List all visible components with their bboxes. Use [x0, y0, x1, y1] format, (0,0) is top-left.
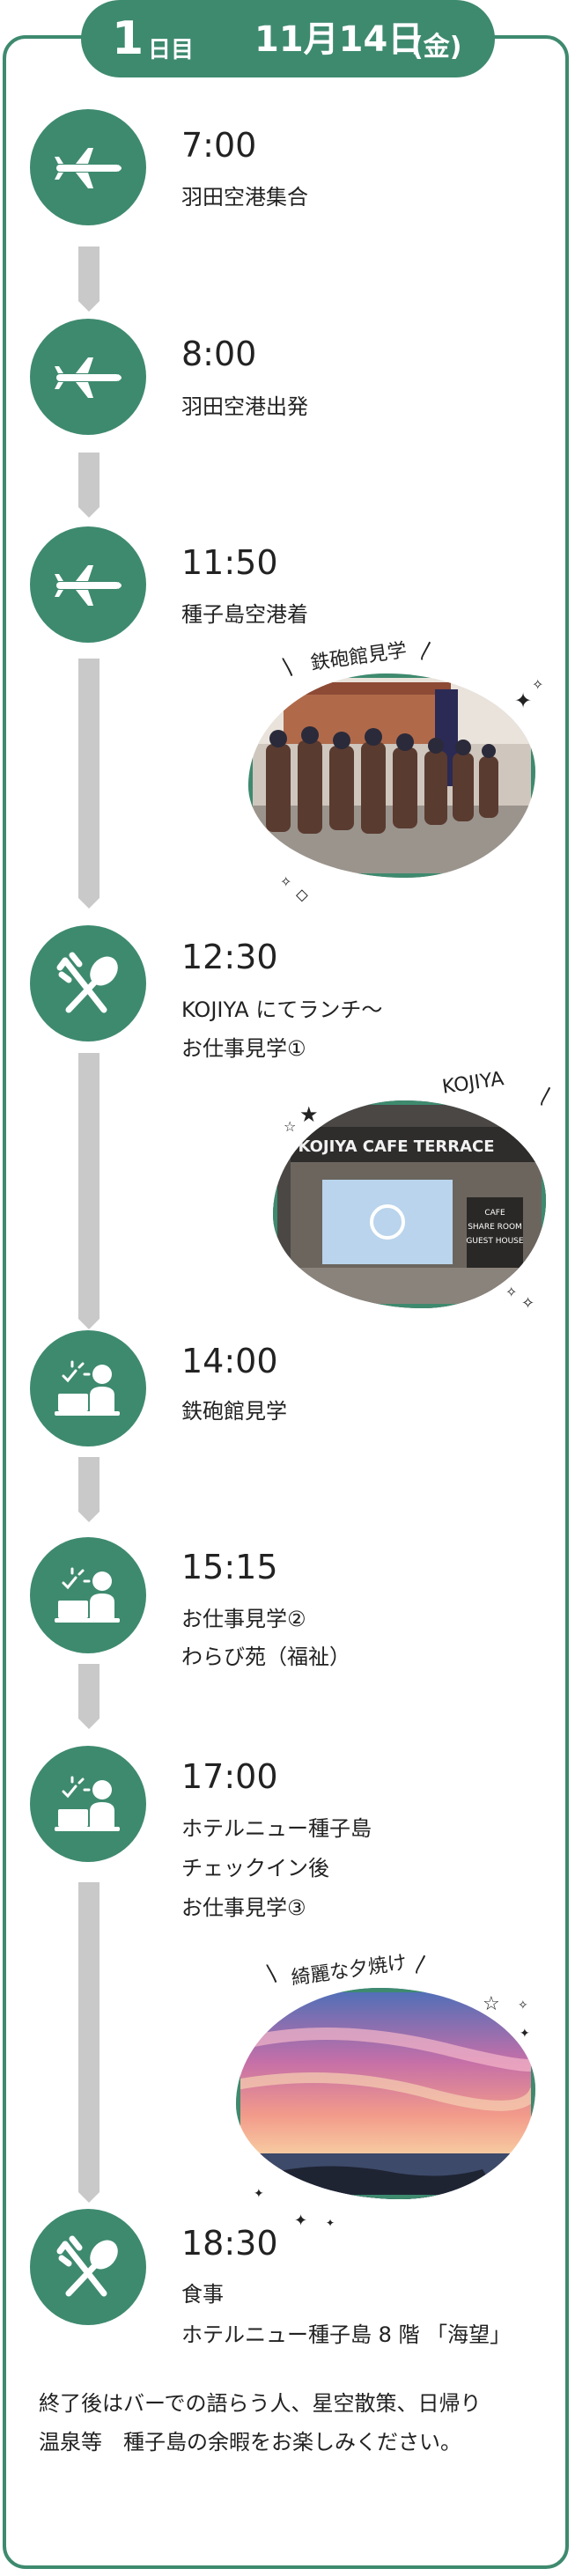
event-desc: KOJIYA にてランチ〜 — [181, 997, 383, 1022]
event-desc: 羽田空港集合 — [181, 185, 308, 210]
star-icon: ✧ — [518, 1998, 528, 2013]
event-desc: お仕事見学① — [181, 1036, 306, 1061]
cutlery-icon — [30, 925, 146, 1041]
day-unit: 日目 — [148, 37, 195, 63]
timeline-connector — [78, 1882, 100, 2203]
star-icon: ✦ — [514, 688, 533, 713]
event-desc: お仕事見学② — [181, 1607, 306, 1631]
event-desc: 羽田空港出発 — [181, 394, 308, 419]
sparkle-icon: 〳 — [417, 641, 438, 663]
event-desc: わらび苑（福祉） — [181, 1645, 350, 1669]
day-header: 1 日目 11月14日 (金) — [81, 0, 495, 77]
event-time: 14:00 — [181, 1342, 278, 1380]
star-icon: ✧ — [532, 676, 544, 693]
event-desc: 鉄砲館見学 — [181, 1399, 287, 1424]
event-time: 17:00 — [181, 1757, 278, 1796]
event-time: 8:00 — [181, 335, 257, 373]
airplane-icon — [30, 109, 146, 225]
event-time: 12:30 — [181, 938, 278, 976]
sparkle-icon: 〵 — [278, 659, 299, 681]
event-time: 15:15 — [181, 1548, 278, 1586]
cutlery-icon — [30, 2209, 146, 2325]
event-time: 7:00 — [181, 126, 257, 165]
day-number: 1 — [112, 12, 144, 65]
footer-line: 温泉等 種子島の余暇をお楽しみください。 — [39, 2430, 461, 2455]
kojiya-sign-text: KOJIYA CAFE TERRACE — [298, 1137, 494, 1156]
star-icon: ✦ — [294, 2212, 308, 2230]
event-desc: お仕事見学③ — [181, 1895, 306, 1920]
sparkle-icon: 〳 — [537, 1086, 557, 1108]
sparkle-icon: 〳 — [412, 1954, 432, 1976]
date: 11月14日 — [254, 19, 424, 60]
timeline-connector — [78, 1053, 100, 1329]
weekday: (金) — [411, 32, 462, 63]
footer-line: 終了後はバーでの語らう人、星空散策、日帰り — [39, 2391, 482, 2416]
star-icon: ☆ — [483, 1993, 500, 2015]
sunset-photo — [236, 1988, 535, 2199]
star-icon: ✧ — [280, 873, 292, 890]
timeline-connector — [78, 247, 100, 312]
board-text: SHARE ROOM — [468, 1223, 522, 1232]
event-desc: ホテルニュー種子島 — [181, 1816, 372, 1841]
airplane-icon — [30, 526, 146, 643]
star-icon: ◇ — [296, 886, 308, 904]
star-icon: ✧ — [521, 1294, 535, 1313]
timeline-connector — [78, 453, 100, 518]
event-desc: ホテルニュー種子島 8 階 「海望」 — [181, 2322, 512, 2347]
star-icon: ✧ — [505, 1284, 518, 1300]
work-desk-icon — [30, 1330, 146, 1446]
museum-parade-photo — [248, 673, 535, 878]
work-desk-icon — [30, 1537, 146, 1653]
event-desc: 食事 — [181, 2282, 224, 2307]
kojiya-cafe-photo: KOJIYA CAFE TERRACE CAFE SHARE ROOM GUES… — [273, 1100, 546, 1308]
star-icon: ✦ — [254, 2187, 264, 2201]
star-icon: ✦ — [520, 2027, 530, 2041]
event-time: 11:50 — [181, 543, 278, 582]
work-desk-icon — [30, 1746, 146, 1862]
timeline-connector — [78, 1457, 100, 1522]
star-icon: ☆ — [284, 1118, 297, 1135]
event-time: 18:30 — [181, 2224, 278, 2263]
airplane-icon — [30, 319, 146, 435]
board-text: CAFE — [484, 1209, 505, 1218]
star-icon: ★ — [299, 1102, 319, 1127]
sparkle-icon: 〵 — [262, 1965, 283, 1987]
timeline-connector — [78, 659, 100, 909]
footer-note: 終了後はバーでの語らう人、星空散策、日帰り 温泉等 種子島の余暇をお楽しみくださ… — [39, 2384, 549, 2462]
timeline-connector — [78, 1664, 100, 1729]
event-desc: チェックイン後 — [181, 1856, 329, 1880]
event-desc: 種子島空港着 — [181, 602, 308, 627]
board-text: GUEST HOUSE — [466, 1237, 523, 1246]
star-icon: ✦ — [326, 2217, 335, 2229]
